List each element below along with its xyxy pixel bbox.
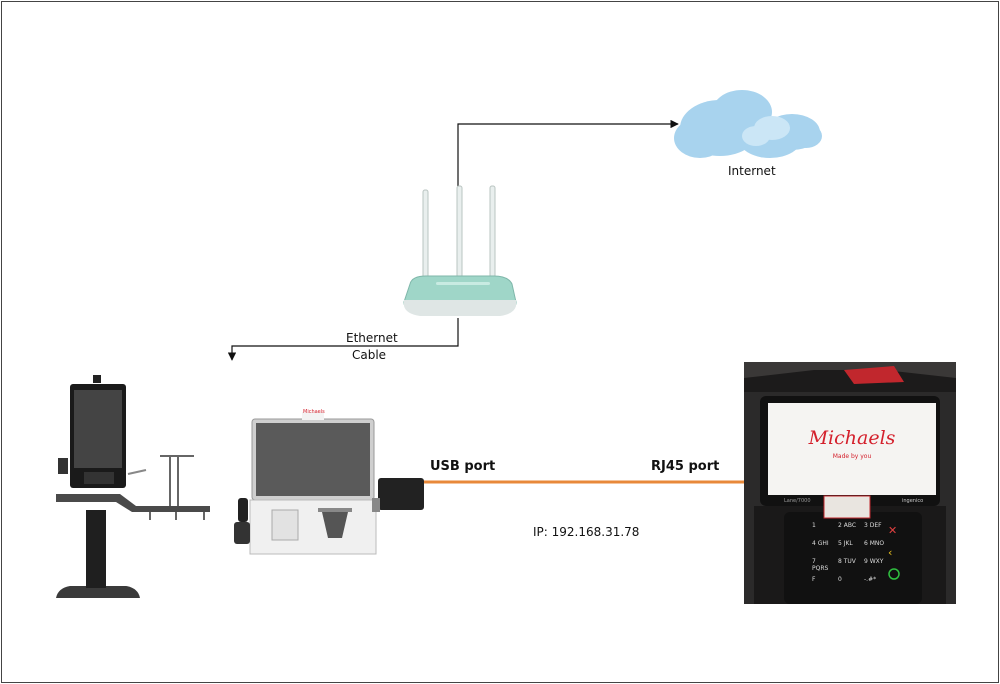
keypad-key: 7 PQRS [812, 558, 829, 572]
keypad-key: 8 TUV [838, 558, 856, 565]
terminal-keypad: 1 2 ABC 3 DEF 4 GHI 5 JKL 6 MNO 7 PQRS 8… [812, 522, 884, 590]
ethernet-label-line1: Ethernet [346, 331, 398, 345]
keypad-key: 5 JKL [838, 540, 853, 547]
ip-address-label: IP: 192.168.31.78 [533, 525, 640, 539]
ethernet-label-line2: Cable [352, 348, 387, 362]
keypad-key: 2 ABC [838, 522, 857, 529]
keypad-key: 4 GHI [812, 540, 829, 547]
kiosk-brand-label: Michaels [303, 409, 325, 415]
internet-label: Internet [728, 164, 776, 178]
keypad-key: F [812, 576, 816, 583]
rj45-port-label: RJ45 port [651, 459, 720, 474]
terminal-brand: Michaels [808, 427, 896, 449]
terminal-screen: Michaels Made by you [768, 403, 936, 495]
payment-terminal-photo: Michaels Made by you Lane/7000 ingenico … [744, 362, 956, 604]
internet-link-arrow [457, 119, 679, 186]
svg-text:✕: ✕ [888, 524, 897, 537]
keypad-key: 0 [838, 576, 842, 583]
keypad-key: -.#* [864, 576, 877, 583]
usb-port-label: USB port [430, 459, 496, 474]
keypad-key: 6 MNO [864, 540, 885, 547]
terminal-maker-label: ingenico [902, 498, 924, 504]
keypad-key: 1 [812, 522, 816, 529]
ethernet-cable-arrow [227, 318, 459, 361]
keypad-key: 9 WXY [864, 558, 884, 565]
terminal-tagline: Made by you [832, 453, 872, 460]
svg-text:‹: ‹ [888, 546, 892, 559]
keypad-key: 3 DEF [864, 522, 882, 529]
terminal-function-keys: ✕ ‹ [888, 524, 900, 580]
terminal-model-label: Lane/7000 [784, 498, 811, 504]
